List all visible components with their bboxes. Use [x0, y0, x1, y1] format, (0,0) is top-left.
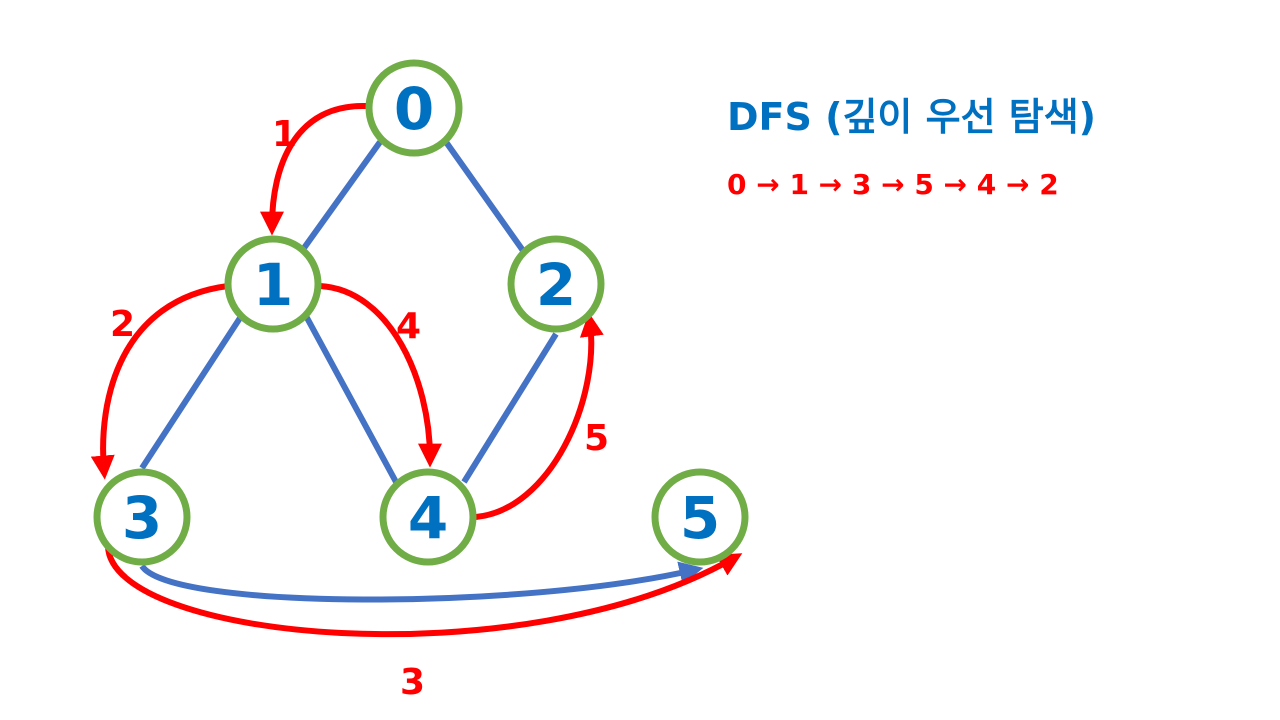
traversal-arrow-0-1: [260, 102, 367, 236]
node-label: 3: [122, 484, 162, 552]
page-title: DFS (깊이 우선 탐색): [727, 95, 1097, 139]
graph-edges: [139, 140, 704, 603]
graph-node: 1: [224, 235, 322, 333]
step-label: 3: [400, 662, 425, 703]
step-label: 2: [110, 304, 135, 345]
node-label: 1: [253, 251, 293, 319]
traversal-arrow-3-5: [105, 545, 743, 638]
graph-node: 3: [93, 468, 191, 566]
traversal-arrow-1-4: [319, 283, 442, 468]
edge-3-5: [139, 561, 704, 603]
step-label: 4: [396, 306, 421, 347]
graph-node: 0: [365, 59, 463, 157]
graph-node: 4: [379, 468, 477, 566]
edge-0-2: [443, 140, 527, 254]
graph-node: 5: [651, 468, 749, 566]
traversal-order: 0 → 1 → 3 → 5 → 4 → 2: [727, 168, 1059, 201]
traversal-arrows: [90, 102, 743, 638]
node-label: 0: [394, 75, 434, 143]
edge-1-3: [139, 316, 243, 470]
edge-2-4: [461, 332, 559, 484]
traversal-arrow-4-2: [475, 312, 604, 520]
node-label: 4: [408, 484, 448, 552]
graph-nodes: 0 1 2 3 4 5: [93, 59, 749, 566]
edge-1-4: [303, 314, 399, 484]
step-labels: 1 2 3 4 5: [110, 114, 609, 703]
node-label: 5: [680, 484, 720, 552]
traversal-arrow-1-3: [90, 283, 229, 480]
edge-0-1: [301, 140, 383, 250]
step-label: 5: [584, 418, 609, 459]
graph-node: 2: [507, 235, 605, 333]
node-label: 2: [536, 251, 576, 319]
step-label: 1: [272, 114, 297, 155]
